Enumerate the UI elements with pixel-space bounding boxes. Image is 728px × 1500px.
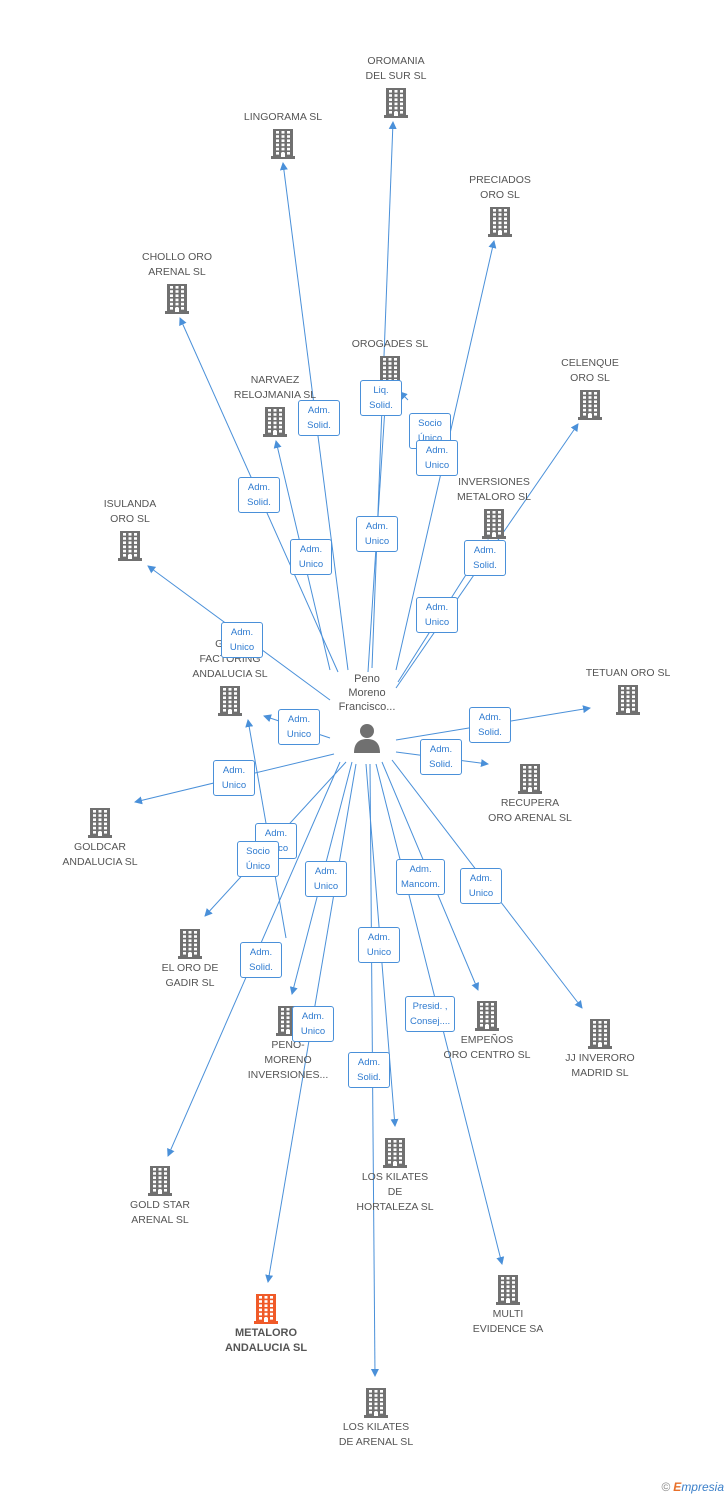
role-badge-orogades[interactable]: Liq. Solid. [360,380,402,416]
person-name: Peno Moreno Francisco... [338,673,396,713]
company-node-kilates-arenal[interactable]: LOS KILATES DE ARENAL SL [306,1386,446,1450]
building-icon [364,1388,388,1418]
company-node-peno-moreno-inv[interactable]: PENO- MORENO INVERSIONES... [218,1004,358,1083]
role-badge-tetuan[interactable]: Adm. Solid. [469,707,511,743]
company-node-gold-factoring[interactable]: GOLD FACTORING ANDALUCIA SL [160,637,300,716]
building-icon [518,764,542,794]
company-node-goldcar[interactable]: GOLDCAR ANDALUCIA SL [30,806,170,870]
role-badge-metaloro-adm[interactable]: Adm. Unico [305,861,347,897]
role-badge-multi[interactable]: Presid. , Consej.... [405,996,456,1032]
person-node[interactable]: Peno Moreno Francisco... [312,672,422,754]
role-badge-kilates-hortaleza[interactable]: Adm. Unico [358,927,400,963]
company-label: LOS KILATES DE HORTALEZA SL [356,1171,434,1213]
building-icon [588,1019,612,1049]
company-node-multi-evidence[interactable]: MULTI EVIDENCE SA [438,1273,578,1337]
building-icon [616,685,640,715]
role-badge-celenque[interactable]: Adm. Solid. [464,540,506,576]
building-icon [578,390,602,420]
company-node-oromania[interactable]: OROMANIA DEL SUR SL [326,54,466,118]
footer-brand: ©Empresia [661,1480,724,1494]
building-icon [218,686,242,716]
company-node-jj-inveroro[interactable]: JJ INVERORO MADRID SL [530,1017,670,1081]
building-icon [475,1001,499,1031]
building-icon [496,1275,520,1305]
company-node-inversiones-metaloro[interactable]: INVERSIONES METALORO SL [424,475,564,539]
company-label: GOLD STAR ARENAL SL [130,1199,190,1226]
role-badge-el-oro-socio[interactable]: Socio Único [237,841,279,877]
building-icon [118,531,142,561]
company-node-empenos[interactable]: EMPEÑOS ORO CENTRO SL [417,999,557,1063]
building-icon [383,1138,407,1168]
company-label: MULTI EVIDENCE SA [472,1308,544,1335]
role-badge-lingorama[interactable]: Adm. Solid. [298,400,340,436]
company-label: PRECIADOS ORO SL [469,174,531,201]
person-icon [354,724,380,753]
company-label: JJ INVERORO MADRID SL [565,1052,635,1079]
building-icon [263,407,287,437]
building-icon [165,284,189,314]
company-label: EL ORO DE GADIR SL [161,962,219,989]
role-badge-kilates-arenal[interactable]: Adm. Solid. [348,1052,390,1088]
building-icon [148,1166,172,1196]
company-label: RECUPERA ORO ARENAL SL [488,797,572,824]
company-node-recupera[interactable]: RECUPERA ORO ARENAL SL [460,762,600,826]
company-node-gold-star[interactable]: GOLD STAR ARENAL SL [90,1164,230,1228]
company-node-preciados[interactable]: PRECIADOS ORO SL [430,173,570,237]
company-label: NARVAEZ RELOJMANIA SL [233,374,317,401]
company-node-celenque[interactable]: CELENQUE ORO SL [520,356,660,420]
company-label: CHOLLO ORO ARENAL SL [141,251,212,278]
building-icon [254,1294,278,1324]
role-badge-goldcar[interactable]: Adm. Unico [213,760,255,796]
company-node-lingorama[interactable]: LINGORAMA SL [213,110,353,159]
company-label: EMPEÑOS ORO CENTRO SL [443,1034,531,1061]
company-label: LINGORAMA SL [243,111,323,123]
company-node-metaloro[interactable]: METALORO ANDALUCIA SL [196,1292,336,1356]
role-badge-inv-metaloro[interactable]: Adm. Unico [416,597,458,633]
company-label: OROGADES SL [351,338,429,350]
company-label: PENO- MORENO INVERSIONES... [247,1039,329,1081]
role-badge-narvaez[interactable]: Adm. Unico [290,539,332,575]
company-node-isulanda[interactable]: ISULANDA ORO SL [60,497,200,561]
brand-initial: E [673,1480,682,1494]
building-icon [384,88,408,118]
role-badge-isulanda[interactable]: Adm. Unico [221,622,263,658]
building-icon [271,129,295,159]
company-label: GOLDCAR ANDALUCIA SL [62,841,138,868]
company-node-el-oro-gadir[interactable]: EL ORO DE GADIR SL [120,927,260,991]
copyright-symbol: © [661,1480,671,1494]
company-label: INVERSIONES METALORO SL [457,476,531,503]
building-icon [482,509,506,539]
company-label: TETUAN ORO SL [585,667,671,679]
company-label: ISULANDA ORO SL [103,498,157,525]
building-icon [88,808,112,838]
brand-name: mpresia [681,1480,724,1494]
building-icon [178,929,202,959]
role-badge-peno-inv[interactable]: Adm. Unico [292,1006,334,1042]
role-badge-recupera[interactable]: Adm. Solid. [420,739,462,775]
building-icon [488,207,512,237]
company-node-narvaez[interactable]: NARVAEZ RELOJMANIA SL [205,373,345,437]
company-label: METALORO ANDALUCIA SL [224,1327,308,1354]
company-label: LOS KILATES DE ARENAL SL [338,1421,414,1448]
company-node-tetuan[interactable]: TETUAN ORO SL [558,666,698,715]
company-node-kilates-hortaleza[interactable]: LOS KILATES DE HORTALEZA SL [325,1136,465,1215]
company-label: CELENQUE ORO SL [561,357,619,384]
role-badge-empenos[interactable]: Adm. Mancom. [396,859,446,895]
role-badge-preciados[interactable]: Adm. Unico [416,440,458,476]
role-badge-gold-factoring[interactable]: Adm. Unico [278,709,320,745]
role-badge-jj[interactable]: Adm. Unico [460,868,502,904]
role-badge-chollo[interactable]: Adm. Solid. [238,477,280,513]
company-label: OROMANIA DEL SUR SL [365,55,427,82]
company-node-chollo[interactable]: CHOLLO ORO ARENAL SL [107,250,247,314]
role-badge-gold-star[interactable]: Adm. Solid. [240,942,282,978]
role-badge-oromania[interactable]: Adm. Unico [356,516,398,552]
